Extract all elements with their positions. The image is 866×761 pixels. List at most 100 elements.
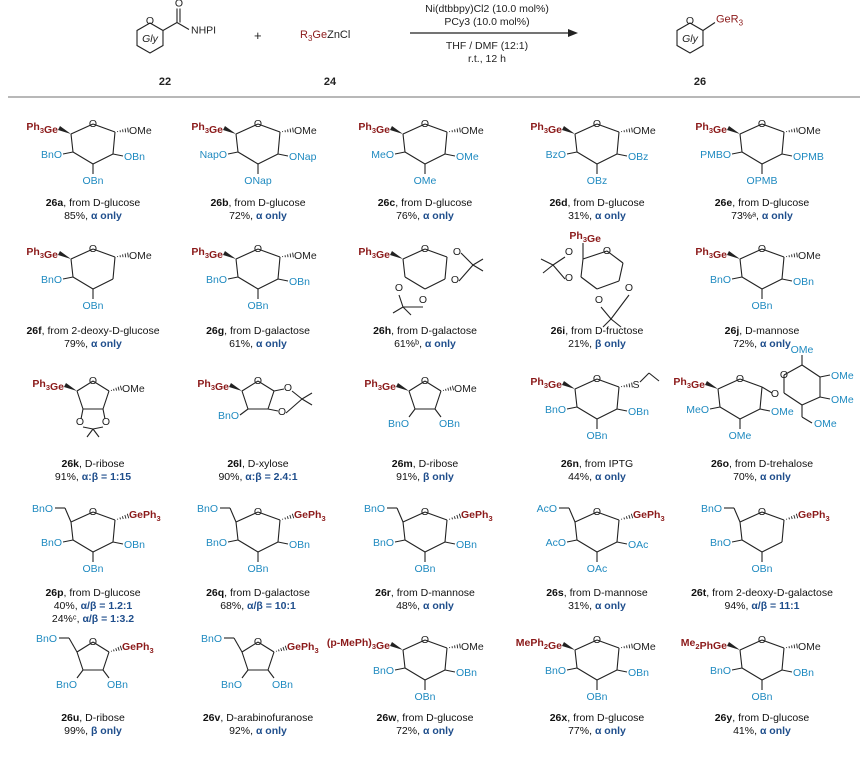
c3-substituent: OBn: [82, 175, 103, 187]
ring-bond: [72, 276, 94, 290]
bond-to-ge: [702, 22, 716, 31]
yield: 31%,: [568, 600, 595, 612]
acetal-bond: [82, 426, 94, 430]
compound-id: 26u: [61, 712, 80, 724]
c4-substituent: BnO: [710, 665, 731, 677]
compound-id: 26v: [202, 712, 221, 724]
compound-id: 26h: [373, 325, 392, 337]
yield: 48%,: [396, 600, 423, 612]
c4-substituent: BnO: [41, 274, 62, 286]
compound-id: 26s: [546, 587, 564, 599]
ring-bond: [576, 406, 598, 420]
isopropyl-bond: [639, 372, 650, 383]
ring-bond: [241, 390, 249, 410]
ring-bond: [606, 250, 624, 264]
methyl-bond: [92, 428, 100, 438]
yield: 94%,: [724, 600, 752, 612]
germyl-group: GePh3: [122, 641, 154, 655]
methyl-bond: [542, 264, 554, 274]
c6-protecting-group: AcO: [537, 503, 557, 515]
ring-oxygen: O: [421, 634, 429, 646]
condition-catalyst: Ni(dtbbpy)Cl2 (10.0 mol%): [425, 3, 549, 15]
yield: 72%,: [229, 210, 256, 222]
acetal-bond: [92, 426, 104, 430]
c4-substituent: OMe: [831, 370, 854, 382]
yield: 72%,: [396, 725, 423, 737]
ge-wedge: [396, 383, 409, 391]
anomeric-bond: [786, 252, 798, 258]
compound-id: 26n: [560, 458, 579, 470]
ge-wedge: [64, 383, 77, 391]
ring-bond: [235, 248, 259, 260]
germyl-group: MePh2Ge: [516, 637, 562, 652]
c4-bond: [709, 406, 721, 410]
anomeric-bond: [282, 127, 294, 133]
compound-id: 26m: [391, 458, 413, 470]
anomeric-ome: OMe: [129, 250, 152, 262]
ring-oxygen: O: [254, 636, 262, 648]
compound-source: , D-mannose: [739, 325, 800, 337]
ge-wedge: [727, 251, 740, 259]
c3-substituent: BnO: [56, 679, 77, 691]
bond-to-carbonyl: [162, 22, 178, 31]
ring-bond: [402, 258, 406, 278]
yield: 99%,: [64, 725, 91, 737]
ring-bond: [267, 651, 275, 671]
ring-bond: [741, 667, 763, 681]
c3-bond: [239, 408, 249, 416]
c2-substituent: OBn: [628, 406, 649, 418]
ring-bond: [76, 390, 84, 410]
compound-source: , from D-glucose: [63, 197, 141, 209]
ring-bond: [257, 123, 281, 133]
compound-source: , D-arabinofuranose: [220, 712, 314, 724]
ring-bond: [424, 380, 442, 392]
ge-wedge: [229, 383, 242, 391]
anomeric-ome: OMe: [294, 250, 317, 262]
compound-source: , from D-glucose: [228, 197, 306, 209]
methyl-bond: [610, 318, 622, 328]
c2-substituent: OBn: [289, 539, 310, 551]
ring-oxygen: O: [421, 375, 429, 387]
ring-bond: [444, 519, 448, 543]
anomeric-ome: OMe: [633, 125, 656, 137]
anomeric-ge-bond: [621, 513, 634, 520]
selectivity: α only: [594, 725, 626, 737]
anomeric-bond: [621, 643, 633, 649]
compound-source: , from 2-deoxy-D-galactose: [706, 587, 833, 599]
ring-bond: [444, 647, 448, 671]
reaction-arrowhead: [568, 29, 578, 37]
c5-bond: [68, 637, 78, 653]
ge-wedge: [58, 251, 71, 259]
ring-bond: [596, 408, 618, 420]
ring-bond: [235, 258, 239, 278]
ring-bond: [719, 406, 741, 420]
c2-substituent: OMe: [771, 406, 794, 418]
selectivity: α only: [422, 725, 454, 737]
ring-bond: [616, 386, 620, 410]
c2-substituent: OBn: [628, 667, 649, 679]
germyl-group: Ph3Ge: [569, 230, 601, 245]
ring-bond: [70, 248, 94, 260]
selectivity: α only: [594, 471, 626, 483]
ring-oxygen: O: [254, 243, 262, 255]
ring-bond: [92, 123, 116, 133]
selectivity: β only: [90, 725, 122, 737]
ge-wedge: [390, 126, 403, 134]
c2-bond: [801, 416, 813, 424]
yield: 61%ᵇ,: [394, 338, 425, 350]
ring-bond: [92, 511, 116, 521]
c4-substituent: MeO: [686, 404, 709, 416]
c4-substituent: BnO: [41, 149, 62, 161]
anomeric-bond: [282, 252, 294, 258]
ring-oxygen: O: [89, 636, 97, 648]
ge-wedge: [727, 126, 740, 134]
ring-bond: [257, 278, 279, 290]
c4-bond: [62, 276, 74, 280]
c4-substituent: MeO: [371, 149, 394, 161]
ring-bond: [739, 649, 743, 669]
compound-source: , D-ribose: [412, 458, 459, 470]
